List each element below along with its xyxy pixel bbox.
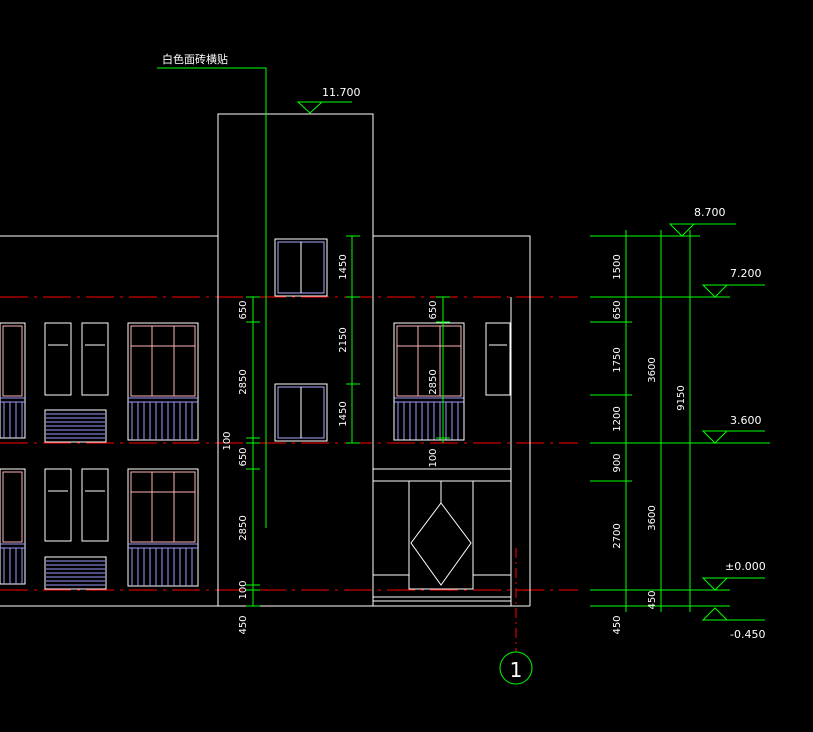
louver-slats xyxy=(46,413,105,586)
tower-window-top xyxy=(274,238,328,297)
dim-left-window-upper: 2850 xyxy=(238,369,249,394)
window-wide-upper-glass xyxy=(130,325,196,397)
elevation-labels: 11.700 8.700 7.200 3.600 ±0.000 -0.450 xyxy=(322,86,766,641)
balcony-railings xyxy=(0,397,464,586)
dim-total-height: 9150 xyxy=(676,385,687,410)
window-narrow-a-lower xyxy=(44,468,72,542)
dim-tower-wall-mid: 2150 xyxy=(338,327,349,352)
window-left-partial-lower-glass xyxy=(2,471,23,543)
window-wide-upper xyxy=(127,322,199,441)
dim-left-sill-mid: 650 xyxy=(238,447,249,466)
building-outline xyxy=(0,113,531,607)
dim-right-sill-upper: 650 xyxy=(428,300,439,319)
window-right-wide-upper xyxy=(393,322,465,441)
elev-ground-triangle xyxy=(701,577,729,591)
window-right-narrow-upper xyxy=(485,322,511,396)
floor-axis-lines xyxy=(0,296,578,591)
material-leader-line xyxy=(157,67,267,528)
window-wide-lower-glass xyxy=(130,471,196,543)
dim-chain-rail3: 1200 xyxy=(612,406,623,431)
dim-chain-win3: 1750 xyxy=(612,347,623,372)
elev-label-roof: 8.700 xyxy=(694,206,726,219)
window-left-partial-lower xyxy=(0,468,26,585)
dim-storey-upper: 3600 xyxy=(647,357,658,382)
dim-tower-low-window: 1450 xyxy=(338,401,349,426)
elev-roof-triangle xyxy=(668,223,696,237)
elev-floor2-triangle xyxy=(701,430,729,444)
dimension-lines xyxy=(246,230,770,612)
right-wing-outline xyxy=(373,235,531,606)
entrance-canopy xyxy=(372,468,512,482)
window-wide-lower xyxy=(127,468,199,587)
dim-left-window-lower: 2850 xyxy=(238,515,249,540)
elev-label-top: 11.700 xyxy=(322,86,361,99)
dim-left-beam-lower: 100 xyxy=(238,580,249,599)
tower-windows xyxy=(274,238,328,442)
dim-right-beam-upper: 100 xyxy=(428,448,439,467)
right-wing-openings xyxy=(373,322,511,590)
louver-panel-lower xyxy=(44,556,107,590)
dim-chain-parapet: 1500 xyxy=(612,254,623,279)
elev-outdoor-triangle xyxy=(701,607,729,621)
dim-tower-top-window: 1450 xyxy=(338,254,349,279)
grid-axis-1: 1 xyxy=(499,548,533,685)
entrance-door-diamond xyxy=(410,502,472,586)
dim-chain-sill3: 650 xyxy=(612,300,623,319)
dim-left-sill-top: 650 xyxy=(238,300,249,319)
window-narrow-b-upper xyxy=(81,322,109,396)
louver-panel-upper xyxy=(44,409,107,443)
dim-right-window-upper: 2850 xyxy=(428,369,439,394)
window-left-partial-upper-glass xyxy=(2,325,23,397)
dim-left-plinth: 450 xyxy=(238,615,249,634)
dim-storey-lower: 3600 xyxy=(647,505,658,530)
material-note-text: 白色面砖横贴 xyxy=(162,52,228,66)
tower-window-low xyxy=(274,383,328,442)
stair-tower xyxy=(217,113,374,607)
elev-top-triangle xyxy=(296,101,324,114)
dim-left-beam-upper: 100 xyxy=(222,431,233,450)
material-note: 白色面砖横贴 xyxy=(157,52,267,528)
dimension-texts: 1450 2150 1450 650 2850 100 650 2850 100… xyxy=(222,254,687,634)
dim-chain-plinth-below: 450 xyxy=(612,615,623,634)
elev-label-floor3: 7.200 xyxy=(730,267,762,280)
elev-label-ground: ±0.000 xyxy=(725,560,766,573)
window-right-wide-upper-glass xyxy=(396,325,462,397)
elev-label-outdoor: -0.450 xyxy=(730,628,765,641)
dim-chain-sill2: 900 xyxy=(612,453,623,472)
window-left-partial-upper xyxy=(0,322,26,439)
dim-chain-door: 2700 xyxy=(612,523,623,548)
elevation-markers xyxy=(296,101,765,621)
left-wing-windows xyxy=(0,322,199,590)
window-narrow-b-lower xyxy=(81,468,109,542)
elev-label-floor2: 3.600 xyxy=(730,414,762,427)
grid-axis-label: 1 xyxy=(510,658,523,682)
elev-floor3-triangle xyxy=(701,284,729,298)
dim-chain-plinth: 450 xyxy=(647,590,658,609)
grid-axis-bubble xyxy=(499,651,533,685)
window-narrow-a-upper xyxy=(44,322,72,396)
